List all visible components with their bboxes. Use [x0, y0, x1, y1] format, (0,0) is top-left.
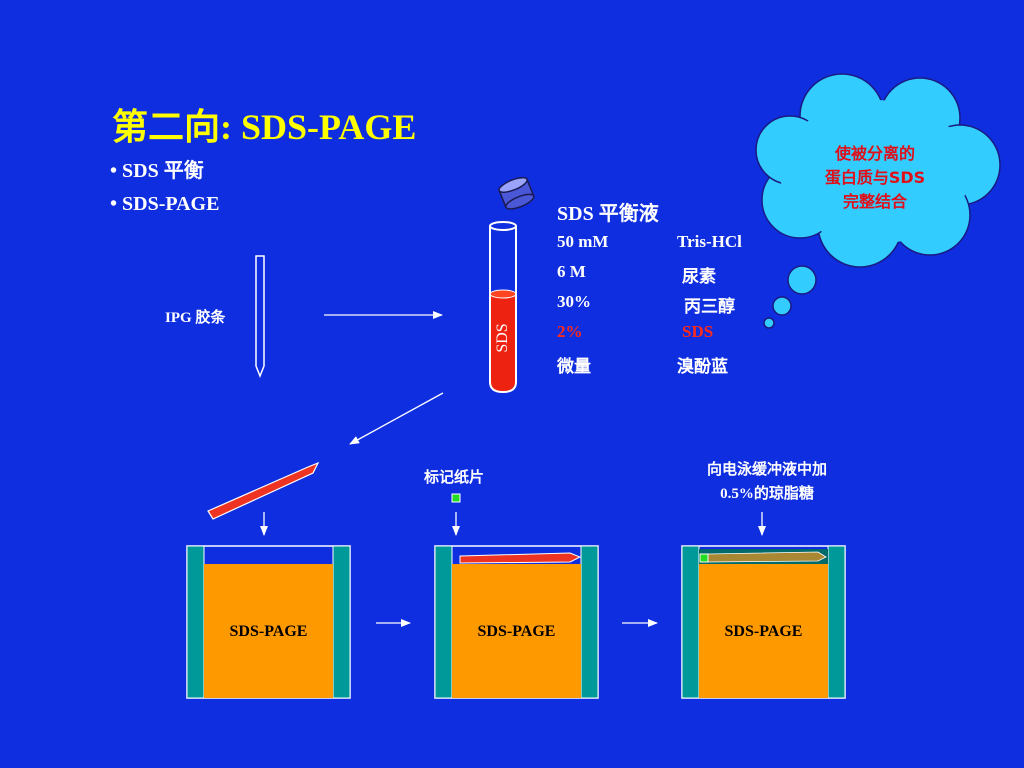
- gel-label-1: SDS-PAGE: [229, 623, 308, 640]
- marker-paper-icon: [451, 493, 461, 503]
- cloud-line-1: 使被分离的: [834, 144, 915, 163]
- arrow-tube-to-gel: [349, 392, 444, 445]
- slide-title: 第二向: SDS-PAGE: [112, 107, 417, 147]
- cloud-line-3: 完整结合: [842, 192, 907, 211]
- cloud-text: 使被分离的 蛋白质与SDS 完整结合: [795, 142, 955, 214]
- gel-label-3: SDS-PAGE: [724, 623, 803, 640]
- gel-cassette-3: [681, 545, 846, 699]
- agarose-note: 向电泳缓冲液中加 0.5%的琼脂糖: [672, 458, 862, 506]
- tube-cap: [498, 176, 535, 210]
- solution-substance-4: SDS: [682, 322, 714, 341]
- bullet-sds-page: • SDS-PAGE: [110, 193, 220, 215]
- ipg-strip-vertical: [255, 255, 265, 379]
- agarose-line-1: 向电泳缓冲液中加: [706, 462, 827, 478]
- equilibrated-ipg-strip: [207, 461, 320, 520]
- gel-cassette-2: [434, 545, 599, 699]
- tube-sds-label-box: SDS: [492, 318, 514, 358]
- solution-substance-2: 尿素: [682, 267, 716, 286]
- tube-sds-label: SDS: [494, 323, 511, 353]
- solution-amount-1: 50 mM: [557, 232, 609, 251]
- solution-amount-5: 微量: [557, 357, 591, 376]
- solution-amount-4: 2%: [557, 322, 583, 341]
- thought-cloud: [755, 73, 1001, 329]
- agarose-line-2: 0.5%的琼脂糖: [720, 486, 814, 502]
- ipg-strip-label: IPG 胶条: [165, 310, 226, 326]
- test-tube: [489, 221, 517, 394]
- solution-substance-5: 溴酚蓝: [677, 357, 728, 376]
- solution-substance-3: 丙三醇: [684, 297, 735, 316]
- solution-heading: SDS 平衡液: [557, 203, 659, 225]
- bullet-sds-equilibration: • SDS 平衡: [110, 160, 204, 182]
- gel-cassette-1: [186, 545, 351, 699]
- solution-amount-2: 6 M: [557, 262, 586, 281]
- marker-paper-label: 标记纸片: [424, 470, 485, 486]
- solution-substance-1: Tris-HCl: [677, 232, 742, 251]
- solution-amount-3: 30%: [557, 292, 591, 311]
- cloud-line-2: 蛋白质与SDS: [824, 168, 926, 187]
- gel-label-2: SDS-PAGE: [477, 623, 556, 640]
